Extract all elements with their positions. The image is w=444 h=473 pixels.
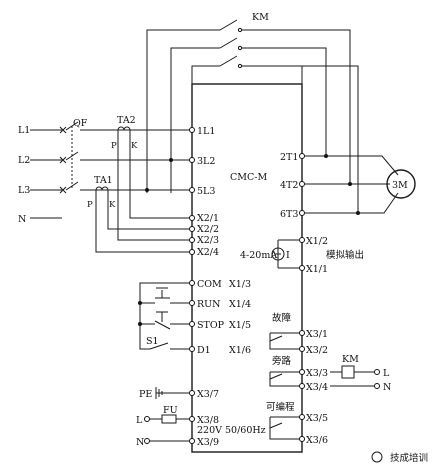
term-3l2: 3L2: [197, 156, 215, 167]
left-n-label: N: [136, 437, 144, 448]
supply-inputs: L1 L2 L3 N QF: [18, 118, 194, 225]
term-2t1: 2T1: [280, 152, 298, 163]
term-x39: X3/9: [197, 437, 219, 448]
term-x13: X1/3: [229, 279, 251, 290]
watermark: 技成培训: [371, 451, 428, 464]
term-x32: X3/2: [306, 345, 328, 356]
term-x36: X3/6: [306, 435, 328, 446]
ta1-label: TA1: [94, 175, 113, 186]
relay-outputs: 故障 X3/1 X3/2 旁路 X3/3 X3/4 KM L N 可编程 X3/…: [266, 312, 391, 446]
ta1-p: P: [87, 200, 93, 210]
term-x16: X1/6: [229, 345, 251, 356]
analog-range: 4-20mA: [240, 250, 277, 261]
ta1-k: K: [109, 200, 116, 210]
current-transformers: TA2 P K TA1 P K: [87, 115, 190, 253]
power-supply-connections: PE FU L N: [136, 387, 190, 448]
term-5l3: 5L3: [197, 186, 215, 197]
contactor-label: KM: [252, 12, 269, 23]
term-x12: X1/2: [306, 236, 328, 247]
term-x35: X3/5: [306, 413, 328, 424]
term-1l1: 1L1: [197, 126, 215, 137]
power-spec: 220V 50/60Hz: [197, 425, 266, 436]
relay-bypass-label: 旁路: [272, 355, 292, 367]
term-stop: STOP: [197, 320, 225, 331]
term-x23: X2/3: [197, 235, 219, 246]
controller-right-terminals: 2T1 4T2 6T3 3M: [280, 65, 416, 220]
term-x37: X3/7: [197, 389, 219, 400]
pe-label: PE: [139, 389, 152, 400]
analog-output: X1/2 X1/1 4-20mA I 模拟输出: [240, 236, 364, 275]
term-4t2: 4T2: [280, 180, 298, 191]
term-x11: X1/1: [306, 264, 328, 275]
term-x31: X3/1: [306, 329, 328, 340]
right-n-label: N: [383, 382, 391, 393]
input-l1: L1: [18, 125, 30, 136]
analog-label: 模拟输出: [326, 249, 364, 261]
s1-label: S1: [146, 336, 159, 347]
term-x14: X1/4: [229, 299, 251, 310]
term-d1: D1: [197, 345, 211, 356]
term-x22: X2/2: [197, 224, 219, 235]
term-x21: X2/1: [197, 213, 219, 224]
input-l2: L2: [18, 155, 30, 166]
term-com: COM: [197, 279, 222, 290]
left-l-label: L: [136, 415, 143, 426]
controller-left-terminals: 1L1 3L2 5L3 X2/1 X2/2 X2/3 X2/4 COM X1/3…: [189, 126, 266, 448]
relay-fault-label: 故障: [272, 312, 292, 324]
term-x34: X3/4: [306, 382, 328, 393]
term-x38: X3/8: [197, 415, 219, 426]
term-x33: X3/3: [306, 368, 328, 379]
control-switches: S1: [138, 282, 190, 350]
right-l-label: L: [383, 368, 390, 379]
ta2-label: TA2: [117, 115, 136, 126]
bypass-contactor: KM: [146, 12, 351, 193]
term-x15: X1/5: [229, 320, 251, 331]
term-run: RUN: [197, 299, 220, 310]
analog-i: I: [286, 250, 290, 261]
breaker-label: QF: [73, 118, 88, 129]
ta2-k: K: [131, 141, 138, 151]
motor-label: 3M: [392, 180, 408, 191]
input-l3: L3: [18, 185, 30, 196]
input-n: N: [18, 214, 26, 225]
term-x24: X2/4: [197, 247, 219, 258]
fuse-label: FU: [163, 405, 178, 416]
term-6t3: 6T3: [280, 209, 298, 220]
km-coil-label: KM: [342, 354, 359, 365]
ta2-p: P: [111, 141, 117, 151]
relay-programmable-label: 可编程: [266, 401, 295, 413]
controller-model: CMC-M: [230, 172, 267, 183]
watermark-text: 技成培训: [390, 452, 428, 464]
